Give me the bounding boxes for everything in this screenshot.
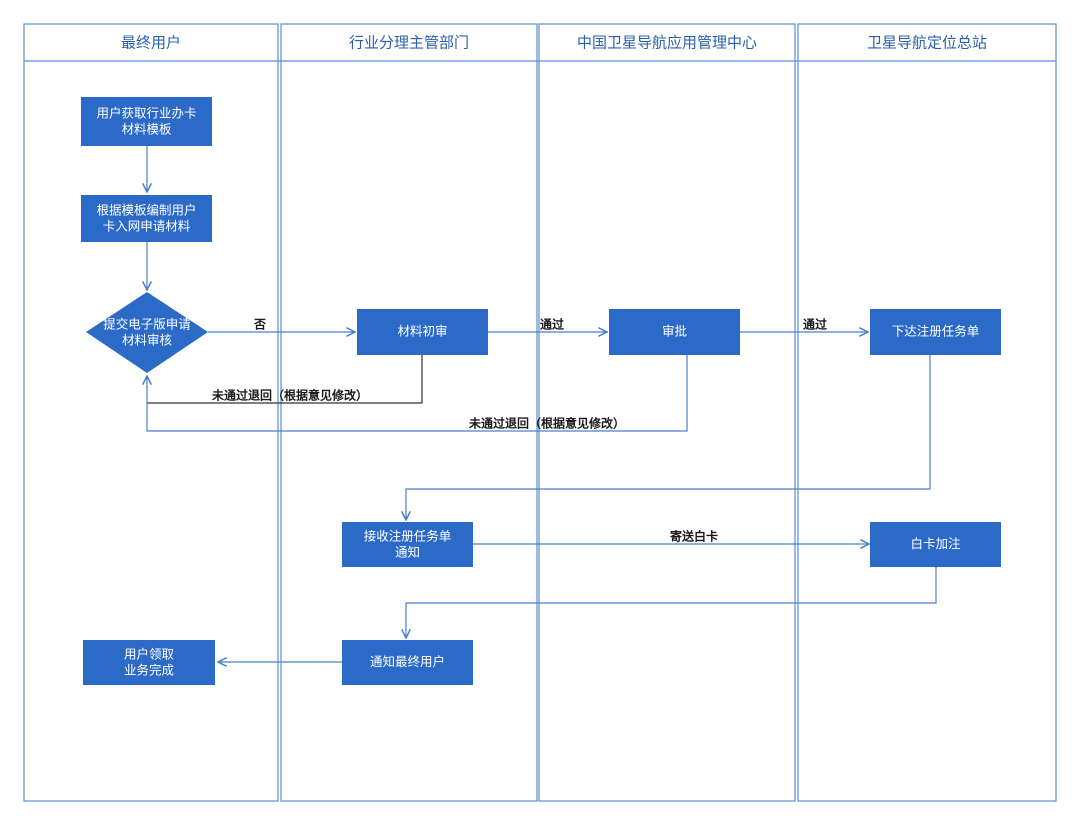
node-issue-task-line-1: 下达注册任务单 (892, 324, 980, 339)
lane-industry-dept (280, 23, 538, 802)
node-receive-notice: 接收注册任务单 通知 (342, 522, 473, 567)
node-user-collect-line-2: 业务完成 (124, 663, 174, 678)
lane-management-center (538, 23, 796, 802)
edge-label-return-approval: 未通过退回（根据意见修改） (468, 416, 625, 431)
node-notify-user-line-1: 通知最终用户 (370, 654, 445, 669)
node-user-collect: 用户领取 业务完成 (83, 640, 215, 685)
node-submit-review-line-2: 材料审核 (122, 333, 173, 348)
edge-label-pass-approval: 通过 (540, 317, 564, 332)
node-get-template-line-1: 用户获取行业办卡 (96, 106, 196, 121)
swimlanes: 最终用户 行业分理主管部门 中国卫星导航应用管理中心 卫星导航定位总站 (23, 23, 1057, 802)
lane-positioning-station (797, 23, 1057, 802)
edge-white-card-to-notify (406, 567, 937, 638)
edge-label-send-white-card: 寄送白卡 (670, 529, 718, 544)
edges (147, 146, 937, 662)
edge-label-no: 否 (253, 318, 266, 332)
nodes: 用户获取行业办卡 材料模板 根据模板编制用户 卡入网申请材料 提交电子版申请 材… (81, 97, 1001, 685)
edge-initial-review-return (147, 355, 423, 404)
node-submit-review-line-1: 提交电子版申请 (103, 317, 191, 332)
node-user-collect-line-1: 用户领取 (124, 647, 175, 662)
node-receive-notice-line-1: 接收注册任务单 (364, 529, 452, 544)
edge-approval-return (147, 355, 688, 432)
edge-labels: 否 通过 通过 未通过退回（根据意见修改） 未通过退回（根据意见修改） 寄送白卡 (211, 317, 827, 544)
node-issue-task: 下达注册任务单 (870, 309, 1001, 355)
node-prepare-materials-line-2: 卡入网申请材料 (103, 219, 191, 234)
node-initial-review: 材料初审 (357, 309, 488, 355)
lane-title-positioning-station: 卫星导航定位总站 (867, 34, 987, 52)
lane-title-industry-dept: 行业分理主管部门 (349, 34, 469, 52)
node-get-template: 用户获取行业办卡 材料模板 (81, 97, 212, 146)
lane-title-management-center: 中国卫星导航应用管理中心 (577, 34, 757, 52)
edge-label-pass-issue: 通过 (803, 317, 827, 332)
lane-end-user (23, 23, 279, 802)
node-approval: 审批 (609, 309, 740, 355)
node-prepare-materials-line-1: 根据模板编制用户 (96, 203, 196, 218)
node-initial-review-line-1: 材料初审 (397, 324, 447, 339)
node-approval-line-1: 审批 (662, 324, 687, 339)
edge-label-return-initial: 未通过退回（根据意见修改） (211, 388, 368, 403)
node-white-card: 白卡加注 (870, 522, 1001, 567)
node-notify-user: 通知最终用户 (342, 640, 473, 685)
node-submit-review: 提交电子版申请 材料审核 (86, 292, 208, 373)
node-white-card-line-1: 白卡加注 (910, 536, 961, 551)
edge-issue-task-to-receive (406, 355, 931, 520)
node-get-template-line-2: 材料模板 (121, 122, 172, 137)
node-prepare-materials: 根据模板编制用户 卡入网申请材料 (81, 195, 212, 242)
lane-title-end-user: 最终用户 (121, 34, 181, 52)
node-receive-notice-line-2: 通知 (395, 545, 420, 560)
